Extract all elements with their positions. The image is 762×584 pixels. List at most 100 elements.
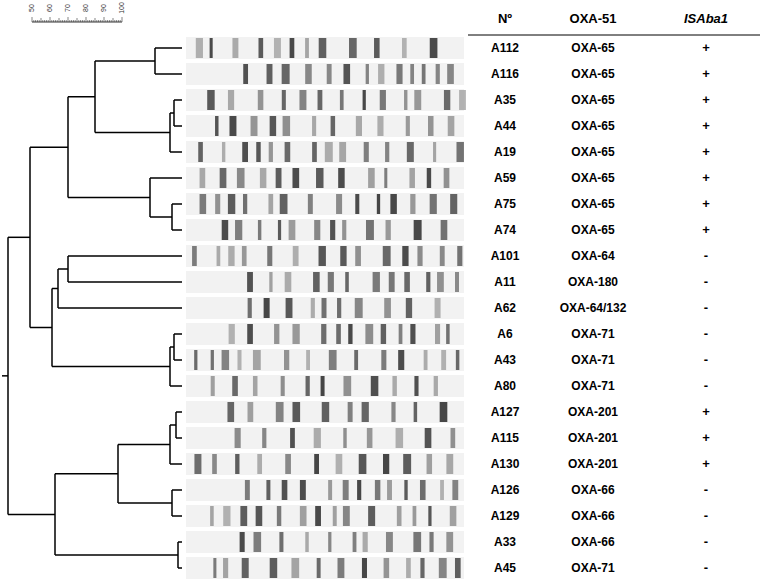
gel-band: [237, 350, 241, 370]
gel-band: [440, 246, 445, 266]
scale-tick: [71, 20, 72, 22]
gel-lane: [186, 63, 464, 85]
gel-band: [235, 220, 242, 240]
scale-tick: [77, 18, 78, 22]
gel-band: [267, 64, 273, 84]
gel-band: [456, 142, 463, 162]
gel-band: [223, 558, 228, 578]
scale-number: 100: [118, 2, 126, 14]
tree-branch: [68, 255, 182, 257]
gel-band: [364, 142, 369, 162]
gel-band: [354, 350, 358, 370]
tree-branch: [170, 151, 182, 153]
gel-band: [322, 298, 327, 318]
gel-band: [270, 116, 276, 136]
gel-band: [328, 272, 334, 292]
gel-band: [248, 402, 254, 422]
scale-tick: [105, 20, 106, 22]
table-cell: A62: [494, 301, 516, 315]
gel-band: [306, 350, 310, 370]
table-cell: -: [704, 483, 708, 497]
table-cell: OXA-65: [571, 93, 614, 107]
gel-band: [414, 220, 422, 240]
scale-tick: [87, 20, 88, 22]
gel-band: [313, 272, 320, 292]
scale-number: 50: [28, 4, 36, 12]
gel-lane: [186, 167, 464, 189]
scale-tick: [80, 20, 81, 22]
scale-tick: [48, 20, 49, 22]
scale-tick: [122, 17, 123, 22]
gel-lane: [186, 271, 464, 293]
gel-band: [257, 454, 262, 474]
gel-band: [355, 298, 363, 318]
tree-branch: [100, 366, 170, 368]
gel-band: [373, 272, 380, 292]
gel-band: [390, 194, 396, 214]
scale-tick: [96, 20, 97, 22]
gel-band: [398, 350, 404, 370]
table-cell: +: [702, 197, 710, 211]
table-cell: OXA-65: [571, 171, 614, 185]
gel-band: [292, 402, 300, 422]
scale-tick: [107, 20, 108, 22]
gel-band: [383, 454, 389, 474]
gel-band: [215, 116, 218, 136]
table-cell: +: [702, 145, 710, 159]
gel-band: [446, 324, 450, 344]
gel-lane: [186, 297, 464, 319]
table-cell: -: [704, 301, 708, 315]
gel-band: [417, 246, 422, 266]
gel-band: [343, 428, 346, 448]
gel-band: [319, 38, 327, 58]
scale-tick: [86, 17, 87, 22]
table-cell: -: [704, 561, 708, 575]
gel-band: [448, 116, 455, 136]
gel-band: [446, 532, 453, 552]
gel-band: [232, 376, 238, 396]
gel-band: [380, 90, 386, 110]
gel-band: [366, 64, 369, 84]
gel-band: [343, 376, 351, 396]
gel-band: [331, 116, 336, 136]
scale-tick: [98, 20, 99, 22]
scale-tick: [116, 20, 117, 22]
gel-band: [435, 324, 440, 344]
gel-band: [258, 220, 261, 240]
gel-lane: [186, 245, 464, 267]
gel-band: [251, 116, 258, 136]
table-cell: OXA-71: [571, 379, 614, 393]
gel-lane: [186, 349, 464, 371]
scale-tick: [111, 20, 112, 22]
gel-band: [377, 116, 383, 136]
gel-band: [386, 220, 391, 240]
gel-lane: [186, 141, 464, 163]
gel-band: [406, 558, 411, 578]
gel-band: [355, 246, 361, 266]
gel-band: [311, 298, 315, 318]
table-cell: OXA-71: [571, 561, 614, 575]
gel-band: [235, 454, 239, 474]
gel-band: [366, 220, 374, 240]
gel-band: [253, 350, 261, 370]
table-cell: OXA-65: [571, 197, 614, 211]
scale-tick: [33, 20, 34, 22]
gel-band: [194, 454, 201, 474]
scale-tick: [59, 18, 60, 22]
gel-band: [285, 272, 292, 292]
gel-lane: [186, 37, 464, 59]
gel-band: [242, 558, 249, 578]
gel-band: [381, 350, 386, 370]
table-cell: OXA-65: [571, 41, 614, 55]
gel-band: [456, 350, 459, 370]
scale-tick: [42, 20, 43, 22]
table-cell: A112: [491, 41, 519, 55]
gel-band: [213, 558, 216, 578]
table-cell: OXA-66: [571, 509, 614, 523]
gel-band: [353, 532, 357, 552]
gel-band: [414, 402, 417, 422]
table-cell: OXA-66: [571, 535, 614, 549]
table-cell: A129: [491, 509, 520, 523]
gel-band: [305, 532, 308, 552]
tree-root: [2, 375, 8, 377]
